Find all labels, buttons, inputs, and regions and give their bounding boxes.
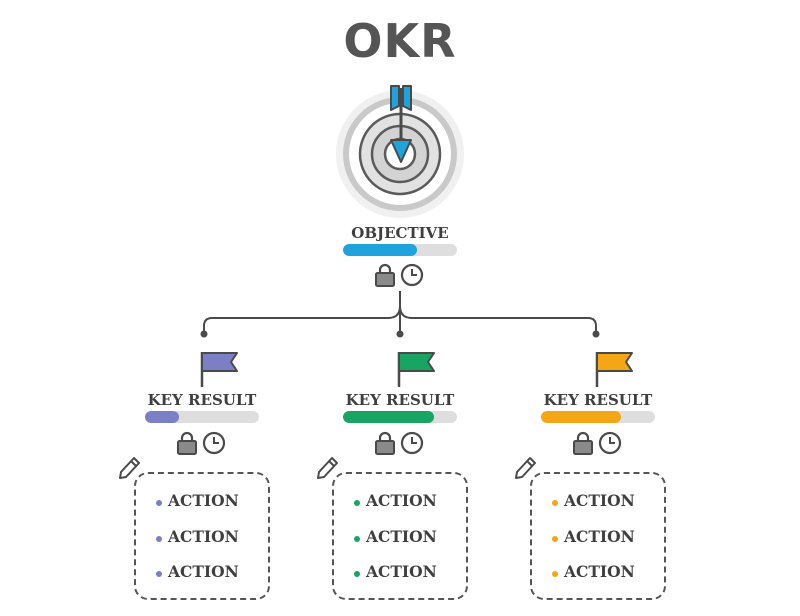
key-result-label: KEY RESULT [147,391,257,409]
flag-icon [595,352,633,387]
bullet-dot [354,500,360,506]
action-list: ACTION ACTION ACTION [530,472,666,600]
clock-icon [598,431,622,455]
key-result-label: KEY RESULT [543,391,653,409]
action-item: ACTION [366,527,437,546]
action-item: ACTION [366,491,437,510]
flag-icon [397,352,435,387]
lock-icon [375,431,395,455]
pencil-icon [317,457,338,479]
key-result-progress-bar [343,411,457,423]
action-item: ACTION [168,491,239,510]
key-result-label: KEY RESULT [345,391,455,409]
key-result-progress-fill [541,411,621,423]
action-list: ACTION ACTION ACTION [134,472,270,600]
bullet-dot [552,571,558,577]
pencil-icon [119,457,140,479]
action-list: ACTION ACTION ACTION [332,472,468,600]
action-item: ACTION [564,562,635,581]
key-result-progress-fill [343,411,435,423]
key-result-progress-fill [145,411,180,423]
key-result-progress-bar [541,411,655,423]
action-item: ACTION [366,562,437,581]
objective-progress-fill [343,244,418,256]
bullet-dot [354,571,360,577]
lock-icon [573,431,593,455]
objective-label: OBJECTIVE [351,224,449,242]
action-item: ACTION [168,562,239,581]
arrow-icon [390,85,412,163]
bullet-dot [156,571,162,577]
page-title: OKR [343,14,457,68]
clock-icon [202,431,226,455]
clock-icon [400,431,424,455]
action-item: ACTION [564,491,635,510]
bullet-dot [156,536,162,542]
flag-icon [200,352,238,387]
bullet-dot [156,500,162,506]
bullet-dot [552,536,558,542]
bullet-dot [354,536,360,542]
objective-progress-bar [343,244,457,256]
bullet-dot [552,500,558,506]
action-item: ACTION [564,527,635,546]
clock-icon [400,263,424,287]
key-result-progress-bar [145,411,259,423]
action-item: ACTION [168,527,239,546]
lock-icon [177,431,197,455]
lock-icon [375,263,395,287]
pencil-icon [515,457,536,479]
